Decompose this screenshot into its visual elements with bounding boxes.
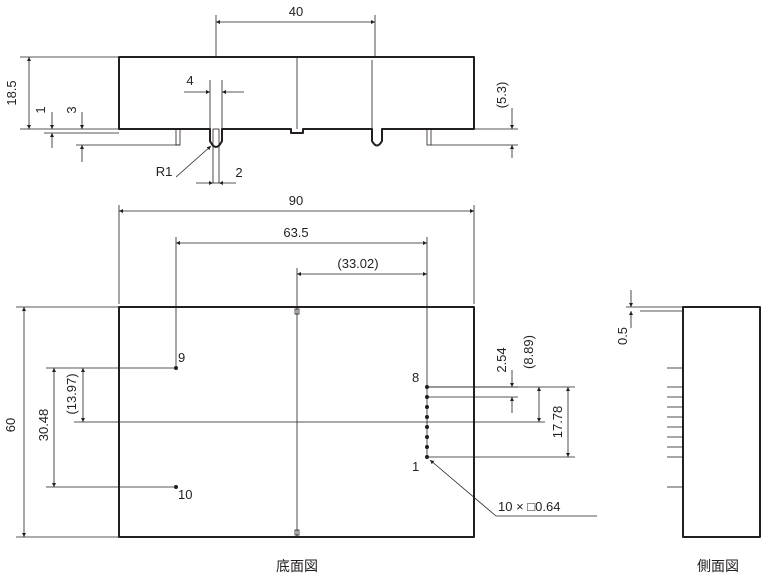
dim-0-5: 0.5 <box>615 327 630 345</box>
r1-leader <box>175 145 212 178</box>
dim-2: 2 <box>235 165 242 180</box>
dim-17-78: 17.78 <box>550 406 565 439</box>
bottom-view: 9 10 8 1 90 63.5 (33.02) 60 30.48 (13.97… <box>3 193 597 574</box>
dim-13-97: (13.97) <box>64 373 79 414</box>
top-pin-right <box>426 128 432 146</box>
side-view-caption: 側面図 <box>697 558 739 574</box>
pin-label-8: 8 <box>412 370 419 385</box>
dim-30-48: 30.48 <box>36 409 51 442</box>
center-mark-top <box>294 308 300 315</box>
dim-60: 60 <box>3 418 18 432</box>
pin-note: 10 × □0.64 <box>498 499 560 514</box>
dim-4: 4 <box>186 73 193 88</box>
pin-label-9: 9 <box>178 350 185 365</box>
bottom-view-caption: 底面図 <box>276 558 318 574</box>
dim-33-02: (33.02) <box>337 256 378 271</box>
pin-note-leader <box>429 459 497 517</box>
dim-3: 3 <box>64 106 79 113</box>
pin-label-1: 1 <box>412 459 419 474</box>
side-view: 0.5 側面図 <box>615 290 761 574</box>
center-mark-bottom <box>294 529 300 536</box>
dim-40: 40 <box>289 4 303 19</box>
side-view-pins <box>667 367 683 488</box>
dim-2-54: 2.54 <box>494 347 509 372</box>
top-pin-center <box>212 128 220 184</box>
top-view: 40 18.5 1 3 4 2 R1 (5.3) <box>4 4 518 185</box>
top-view-body <box>118 56 475 148</box>
dim-90: 90 <box>289 193 303 208</box>
dim-1: 1 <box>33 106 48 113</box>
dim-18-5: 18.5 <box>4 80 19 105</box>
top-pin-left <box>175 128 181 146</box>
dim-8-89: (8.89) <box>521 335 536 369</box>
dim-5-3: (5.3) <box>494 82 509 109</box>
dim-r1: R1 <box>156 164 173 179</box>
pin-label-10: 10 <box>178 487 192 502</box>
side-view-body <box>682 306 761 538</box>
dim-63-5: 63.5 <box>283 225 308 240</box>
